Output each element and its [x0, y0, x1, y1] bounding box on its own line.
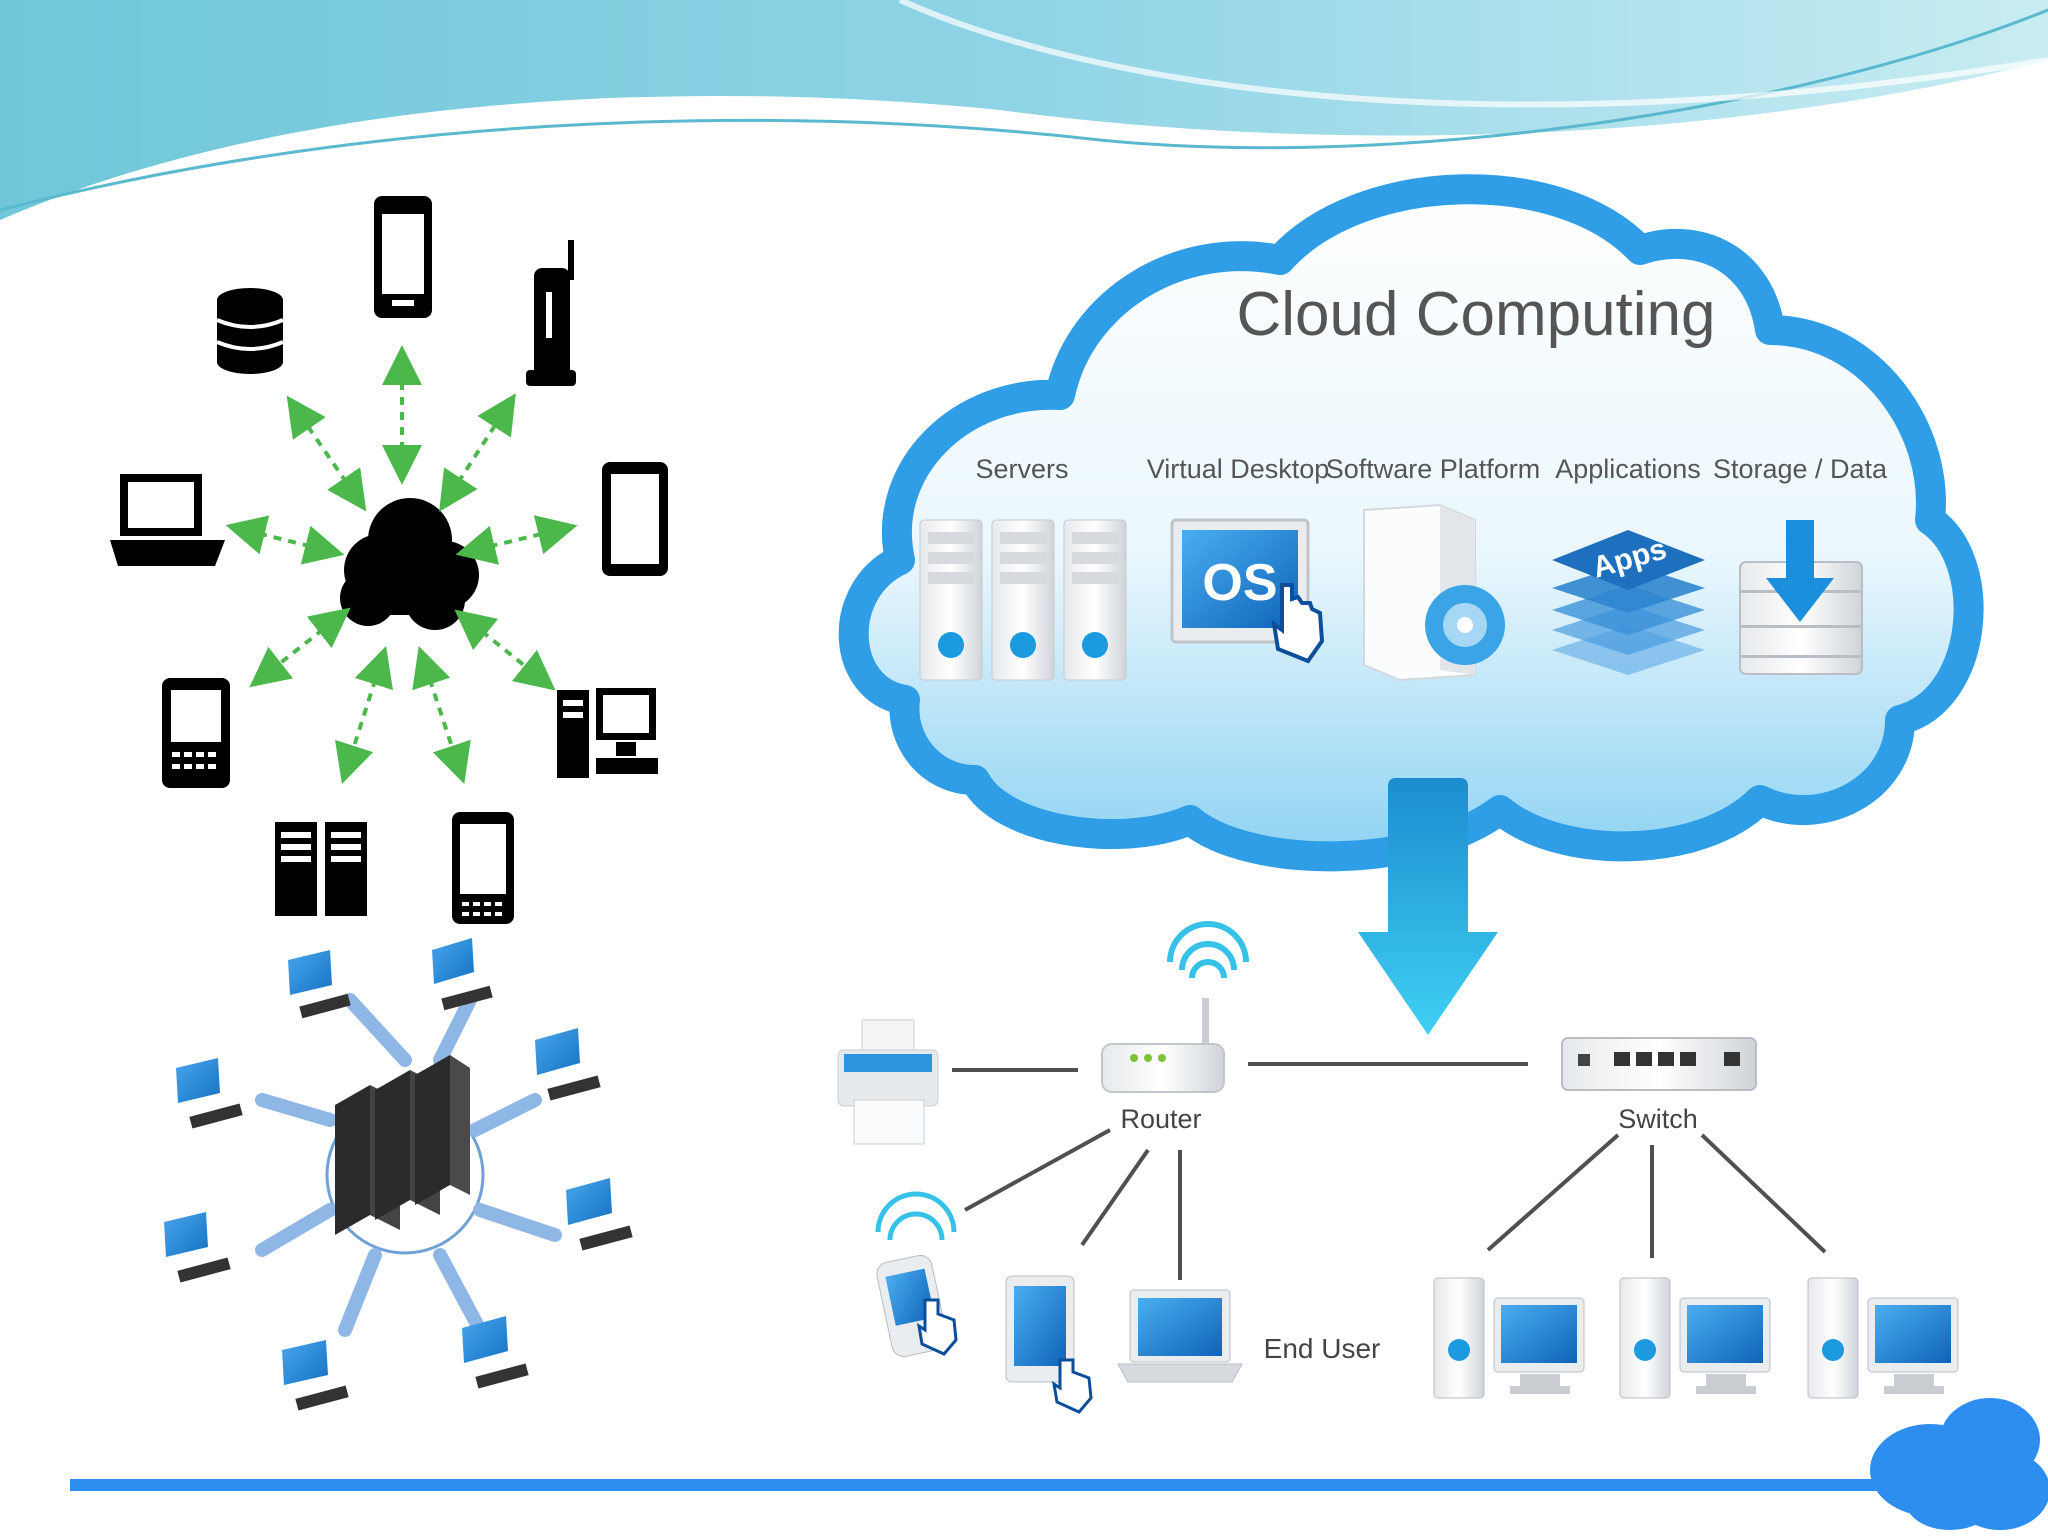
client-pc-icon [432, 938, 493, 1011]
cordless-phone-icon [526, 240, 576, 386]
os-screen-text: OS [1202, 554, 1277, 612]
router-icon [1101, 921, 1249, 1093]
client-pc-icon [176, 1058, 243, 1129]
service-label-storage-data: Storage / Data [1713, 454, 1888, 484]
hand-pointer-icon [1271, 583, 1325, 664]
desktop-pc-icon [1619, 1277, 1771, 1399]
printer-icon [837, 1019, 939, 1145]
router-label: Router [1120, 1104, 1201, 1134]
client-pc-icon [535, 1028, 601, 1101]
database-icon [216, 288, 284, 374]
client-pc-icon [288, 950, 351, 1019]
smartphone-wifi-icon [875, 1191, 958, 1358]
tablet-icon [602, 462, 668, 576]
virtual-desktop-os-icon: OS [1170, 518, 1325, 664]
client-pc-icon [462, 1316, 529, 1389]
server-tower-icon [919, 519, 1127, 681]
service-label-servers: Servers [975, 454, 1068, 484]
service-label-applications: Applications [1555, 454, 1701, 484]
client-workstations [164, 938, 633, 1411]
header-wave [0, 0, 2048, 220]
client-pc-icon [566, 1178, 633, 1251]
blackberry-phone-icon [162, 678, 230, 788]
central-server-icon [335, 1055, 470, 1235]
mobile-phone-icon [452, 812, 514, 924]
laptop-device-icon [1117, 1289, 1243, 1383]
center-cloud-icon [340, 498, 479, 630]
end-user-label: End User [1264, 1333, 1381, 1364]
connector-arrows [225, 345, 578, 785]
software-box-disc-icon [1363, 503, 1505, 682]
service-label-virtual-desktop: Virtual Desktop [1147, 454, 1330, 484]
corner-cloud-icon [1870, 1398, 2048, 1530]
apps-stack-icon: Apps [1552, 530, 1705, 675]
hub-arrows [255, 993, 562, 1337]
server-rack-icon [275, 822, 367, 916]
cloud-title: Cloud Computing [1236, 280, 1715, 349]
storage-database-icon [1739, 520, 1863, 675]
client-pc-icon [282, 1340, 349, 1411]
tablet-touch-icon [1005, 1275, 1093, 1414]
switch-label: Switch [1618, 1104, 1698, 1134]
client-pc-icon [164, 1212, 231, 1283]
desktop-pc-icon [1433, 1277, 1585, 1399]
desktop-computer-icon [557, 688, 658, 778]
desktop-pc-icon [1807, 1277, 1959, 1399]
smartphone-icon [374, 196, 432, 318]
laptop-icon [110, 474, 225, 566]
network-switch-icon [1561, 1037, 1757, 1091]
bottom-rule [70, 1479, 1910, 1491]
download-arrow-icon [1358, 778, 1498, 1035]
service-label-software-platform: Software Platform [1326, 454, 1541, 484]
network-lines [952, 1062, 1827, 1280]
